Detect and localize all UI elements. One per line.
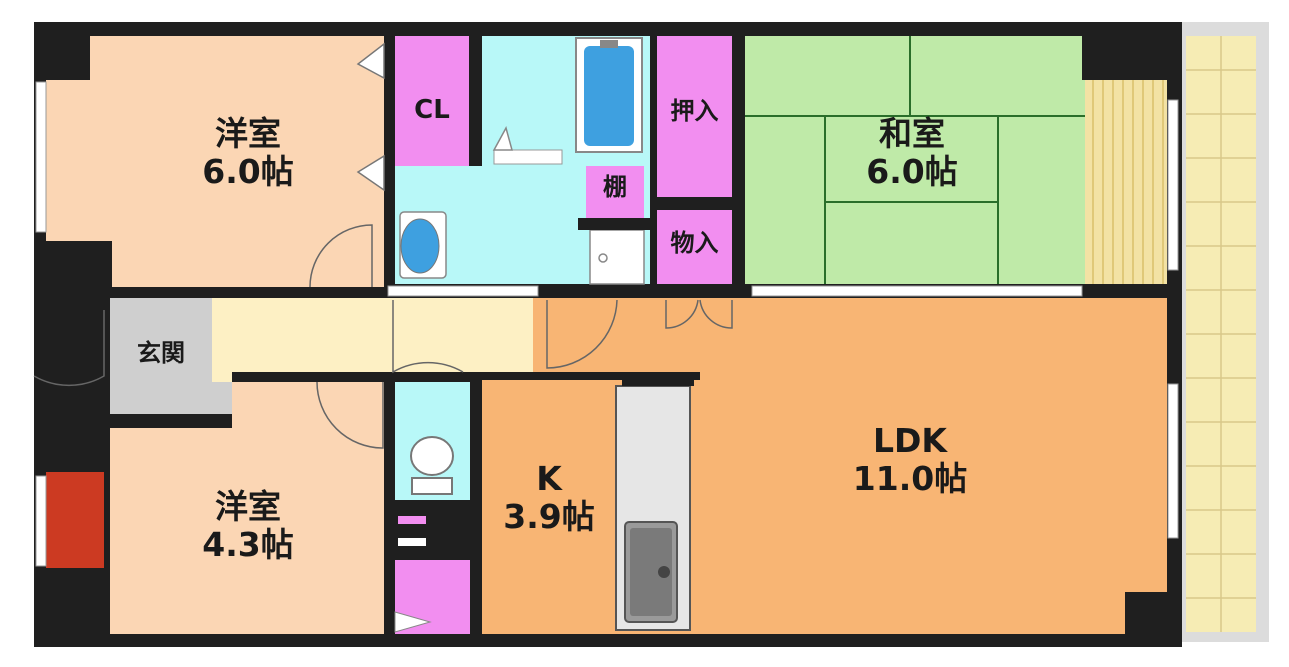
monoire [657,210,732,284]
oshiire-label: 押入 [670,97,719,125]
sink-drain-icon [658,566,670,578]
entrance-wall [110,414,232,428]
tokonoma-lines [1092,80,1164,284]
kitchen-label: K 3.9帖 [482,460,616,536]
toilet-bowl [410,436,454,476]
faucet [600,40,618,48]
entrance-label: 玄関 [137,339,185,367]
hallway [212,298,533,414]
door-swings [33,224,733,449]
kitchen-name: K [536,459,562,498]
storage-shelf [398,538,426,546]
monoire-label: 物入 [670,229,719,257]
bath-door [493,149,563,165]
washing-machine-pan [589,229,645,285]
windows [35,81,1179,567]
tokonoma [1085,80,1167,284]
japanese-room-size: 6.0帖 [866,151,958,191]
ldk-name: LDK [873,421,947,460]
closet-label: CL [414,95,450,125]
western-room-2-size: 4.3帖 [202,524,294,564]
ldk [533,298,1167,634]
western-room-2-label: 洋室 4.3帖 [178,488,318,564]
western-room-1-name: 洋室 [215,114,281,153]
shelf [586,166,644,218]
kitchen-size: 3.9帖 [503,496,595,536]
room2-wall [232,372,384,382]
western-room-1-size: 6.0帖 [202,151,294,191]
tatami-lines [745,36,1085,284]
kitchen-sink-basin [630,528,672,616]
red-block [46,472,104,568]
bathtub-basin [584,46,634,146]
column-ne [1082,22,1182,80]
ldk-size: 11.0帖 [852,458,968,498]
sink-bowl [400,218,440,274]
balcony-tiles [1186,36,1256,632]
western-room-1 [46,36,384,287]
japanese-room-label: 和室 6.0帖 [842,115,982,191]
shelf-label: 棚 [603,173,627,201]
entrance-steps [110,382,232,414]
bath-door-swing [492,126,513,151]
ldk-label: LDK 11.0帖 [830,422,990,498]
kitchen-wall [622,372,694,386]
column-se [1125,592,1182,647]
japanese-room [745,36,1085,284]
japanese-room-name: 和室 [879,114,945,153]
western-room-1-label: 洋室 6.0帖 [178,115,318,191]
shelf-wall [578,218,650,230]
storage-small [398,516,426,524]
toilet-tank [411,477,453,495]
storage-door [394,611,432,633]
western-room-2-name: 洋室 [215,487,281,526]
closet-door [356,42,385,192]
drain-icon [598,253,608,263]
oshiire [657,36,732,197]
